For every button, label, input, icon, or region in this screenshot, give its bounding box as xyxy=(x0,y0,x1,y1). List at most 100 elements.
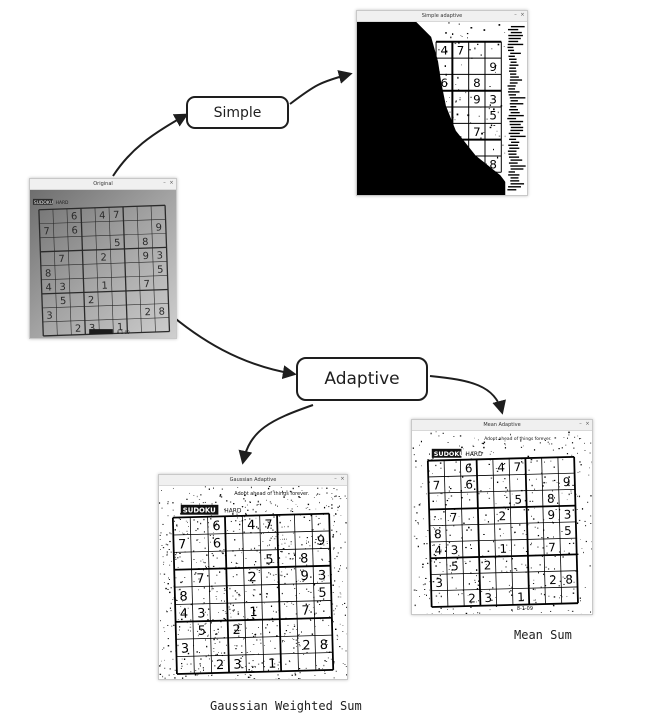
noise-speck xyxy=(456,557,459,560)
noise-speck xyxy=(182,561,184,562)
noise-speck xyxy=(465,91,467,94)
page-edge-text-mark xyxy=(509,97,526,99)
noise-speck xyxy=(455,561,457,562)
noise-speck xyxy=(317,487,319,489)
close-icon[interactable]: × xyxy=(169,180,174,186)
noise-speck xyxy=(308,541,309,543)
noise-speck xyxy=(364,81,366,83)
noise-speck xyxy=(590,442,592,444)
original-sudoku-digit: 4 xyxy=(99,210,106,221)
noise-speck xyxy=(171,625,173,627)
original-sudoku-digit: 1 xyxy=(101,280,108,291)
noise-speck xyxy=(393,110,395,113)
close-icon[interactable]: × xyxy=(585,421,590,427)
noise-speck xyxy=(495,503,497,505)
page-edge-text-mark xyxy=(510,135,526,138)
noise-speck xyxy=(277,505,278,507)
noise-speck xyxy=(253,595,255,597)
page-edge-text-mark xyxy=(510,111,520,114)
simple-node[interactable]: Simple xyxy=(186,96,289,129)
noise-speck xyxy=(411,49,412,51)
noise-speck xyxy=(289,632,291,633)
page-edge-text-mark xyxy=(508,144,518,146)
noise-speck xyxy=(580,464,582,466)
noise-speck xyxy=(339,505,340,507)
noise-speck xyxy=(204,562,206,564)
noise-speck xyxy=(362,105,364,107)
noise-speck xyxy=(246,504,248,506)
noise-speck xyxy=(237,517,238,519)
noise-speck xyxy=(390,184,391,186)
gaussian-grid-hline xyxy=(172,512,330,519)
minimize-icon[interactable]: – xyxy=(334,476,337,482)
noise-speck xyxy=(449,97,451,98)
noise-speck xyxy=(270,605,273,607)
noise-speck xyxy=(360,166,363,169)
noise-speck xyxy=(443,511,445,513)
noise-speck xyxy=(451,569,453,571)
noise-speck xyxy=(484,163,487,165)
minimize-icon[interactable]: – xyxy=(163,180,166,186)
noise-speck xyxy=(212,588,215,590)
noise-speck xyxy=(252,666,254,668)
noise-speck xyxy=(438,435,440,437)
noise-speck xyxy=(532,588,535,590)
gaussian-header-note: Adopt ahead of things forever. xyxy=(234,491,309,497)
adaptive-node[interactable]: Adaptive xyxy=(296,357,428,401)
noise-speck xyxy=(336,634,338,636)
noise-speck xyxy=(213,651,215,652)
noise-speck xyxy=(493,125,496,126)
noise-speck xyxy=(528,524,530,526)
noise-speck xyxy=(197,630,199,632)
original-grid-hline xyxy=(40,261,168,267)
noise-speck xyxy=(272,490,275,492)
noise-speck xyxy=(440,142,442,145)
noise-speck xyxy=(446,101,447,103)
noise-speck xyxy=(417,29,419,31)
close-icon[interactable]: × xyxy=(520,12,525,18)
minimize-icon[interactable]: – xyxy=(514,12,517,18)
noise-speck xyxy=(561,531,563,532)
noise-speck xyxy=(573,588,575,590)
noise-speck xyxy=(547,537,549,539)
noise-speck xyxy=(290,499,293,501)
noise-speck xyxy=(503,46,505,47)
gaussian-adaptive-window[interactable]: Gaussian Adaptive – × SUDOKU HARD Adopt … xyxy=(158,474,348,680)
original-grid-hline xyxy=(42,317,169,323)
noise-speck xyxy=(474,47,476,50)
noise-speck xyxy=(271,617,273,619)
noise-speck xyxy=(567,437,568,439)
noise-speck xyxy=(555,509,557,510)
noise-speck xyxy=(295,595,297,597)
noise-speck xyxy=(419,596,421,597)
noise-speck xyxy=(531,542,532,544)
noise-speck xyxy=(317,493,319,495)
noise-speck xyxy=(459,471,461,473)
close-icon[interactable]: × xyxy=(340,476,345,482)
noise-speck xyxy=(219,549,221,552)
noise-speck xyxy=(268,563,270,565)
noise-speck xyxy=(393,139,396,142)
noise-speck xyxy=(253,665,255,667)
noise-speck xyxy=(255,561,257,563)
noise-speck xyxy=(426,594,427,596)
noise-speck xyxy=(552,489,553,492)
mean-adaptive-window[interactable]: Mean Adaptive – × SUDOKU HARD Adopt ahea… xyxy=(411,419,593,615)
original-header-word: SUDOKU xyxy=(34,200,53,206)
noise-speck xyxy=(344,541,346,543)
noise-speck xyxy=(183,613,185,614)
noise-speck xyxy=(291,558,293,560)
noise-speck xyxy=(563,550,565,552)
minimize-icon[interactable]: – xyxy=(579,421,582,427)
noise-speck xyxy=(284,538,285,540)
noise-speck xyxy=(416,590,418,591)
noise-speck xyxy=(220,626,222,628)
noise-speck xyxy=(476,588,479,590)
noise-speck xyxy=(322,619,324,622)
noise-speck xyxy=(306,588,308,590)
noise-speck xyxy=(210,518,212,520)
noise-speck xyxy=(168,579,170,580)
noise-speck xyxy=(205,656,207,658)
